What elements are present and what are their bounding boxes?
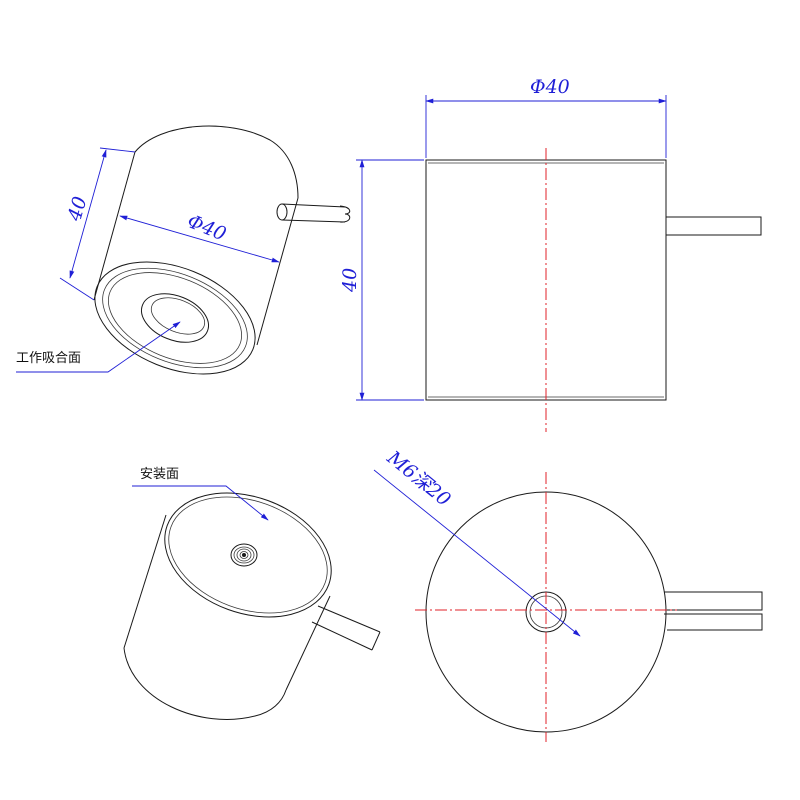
threaded-hole-icon <box>230 543 258 567</box>
front-lead-wire <box>665 216 762 236</box>
front-width-dimension: Φ40 <box>530 76 570 98</box>
cylinder-back-rim <box>134 125 299 199</box>
working-face-label: 工作吸合面 <box>16 351 81 366</box>
iso-diameter-dimension: Φ40 <box>184 210 229 245</box>
mounting-face-rims <box>164 492 332 618</box>
front-height-dimension: 40 <box>339 268 361 293</box>
cylinder-right-edge <box>256 197 299 346</box>
iso-view-working-face: 40 Φ40 工作吸合面 <box>16 125 351 375</box>
top-view: M6深20 <box>373 446 763 742</box>
mount-right-edge <box>285 595 331 691</box>
iso-lead-wire <box>276 203 351 223</box>
iso-view-mounting-face: 安装面 <box>123 467 381 720</box>
mount-lead-wire <box>311 605 381 651</box>
cylinder-left-edge <box>93 151 136 301</box>
iso-height-dimension: 40 <box>63 194 91 224</box>
working-face-rings <box>94 261 256 375</box>
thread-callout: M6深20 <box>382 446 455 511</box>
top-lead-wire <box>664 591 763 631</box>
front-elevation-view: Φ40 40 <box>339 76 762 432</box>
mounting-face-label: 安装面 <box>140 467 179 482</box>
mount-left-edge <box>123 514 167 649</box>
mount-bottom-rim <box>123 647 287 720</box>
